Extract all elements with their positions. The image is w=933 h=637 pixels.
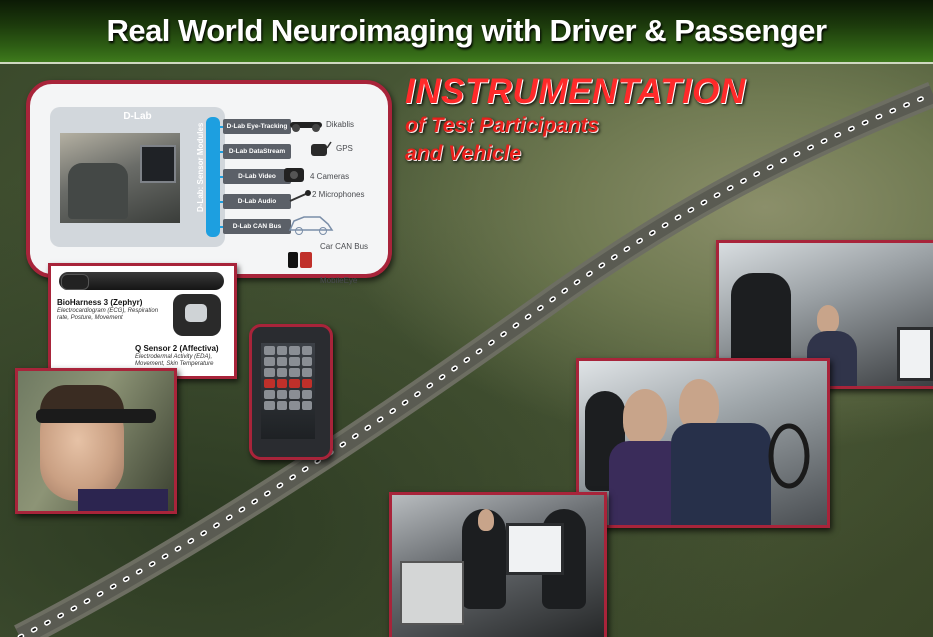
dlab-box-title: D-Lab [123,111,152,122]
label-can-bus: Car CAN Bus [320,242,369,251]
label-mobileye: MobileEye [320,276,358,285]
smartphone-screen [261,343,315,439]
rear-monitor-photo [389,492,607,637]
driver-passenger-photo [576,358,830,528]
microphone-icon [289,190,311,202]
label-cameras: 4 Cameras [310,172,350,181]
physiological-sensors-card: BioHarness 3 (Zephyr) Electrocardiogram … [48,263,237,379]
label-gps: GPS [336,144,353,153]
eye-tracking-glasses-icon [290,122,322,132]
module-video: D-Lab Video [223,169,291,184]
participant-headband-photo [15,368,177,514]
module-audio: D-Lab Audio [223,194,291,209]
gps-receiver-icon [311,141,332,156]
title-bar: Real World Neuroimaging with Driver & Pa… [0,0,933,64]
route-path [14,81,933,637]
dlab-box: D-Lab [50,107,225,247]
bioharness-name: BioHarness 3 (Zephyr) [57,298,143,307]
module-datastream: D-Lab DataStream [223,144,291,159]
camera-icon [284,168,304,182]
headline-line-3: and Vehicle [405,142,521,165]
sensor-modules-strip [206,117,220,237]
wrist-sensor-image [173,294,221,336]
car-icon [288,216,334,235]
dlab-panel: D-Lab D-Lab: Sensor Modules D-Lab Eye-Tr… [26,80,392,285]
label-dikablis: Dikablis [326,120,355,129]
smartphone-photo [249,324,333,460]
dlab-vehicle-photo [60,133,180,223]
sensor-modules-label: D-Lab: Sensor Modules [196,122,205,212]
qsensor-description: Electrodermal Activity (EDA), Movement, … [135,354,214,367]
headline-main: INSTRUMENTATION [405,72,746,111]
chest-strap-image [59,272,224,290]
headline-line-2: of Test Participants [405,114,600,137]
slide-title: Real World Neuroimaging with Driver & Pa… [106,13,827,48]
qsensor-name: Q Sensor 2 (Affectiva) [135,344,219,353]
bioharness-description: Electrocardiogram (ECG), Respiration rat… [57,308,159,321]
mobileye-device-icon [288,252,312,268]
label-microphones: 2 Microphones [312,190,365,199]
module-can-bus: D-Lab CAN Bus [223,219,291,234]
instrumentation-headline: INSTRUMENTATION of Test Participants and… [405,72,746,168]
module-eye-tracking: D-Lab Eye-Tracking [223,119,291,134]
